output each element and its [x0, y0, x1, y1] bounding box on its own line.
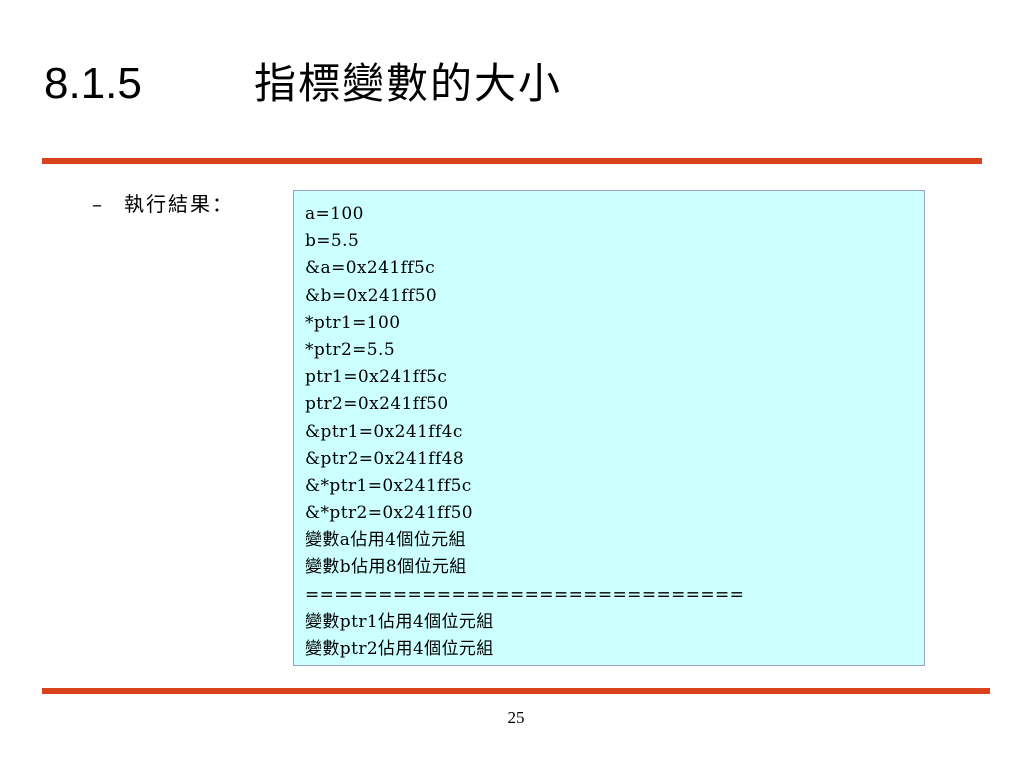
- program-output-box: a=100 b=5.5 &a=0x241ff5c &b=0x241ff50 *p…: [293, 190, 925, 666]
- output-line: &b=0x241ff50: [305, 285, 438, 306]
- output-line: *ptr1=100: [305, 312, 401, 333]
- output-line: &ptr2=0x241ff48: [305, 448, 465, 469]
- output-line: 變數ptr1佔用4個位元組: [305, 611, 494, 632]
- page-number: 25: [507, 708, 525, 727]
- page-title: 指標變數的大小: [254, 59, 563, 108]
- bullet-item: –執行結果：: [92, 190, 234, 218]
- section-number: 8.1.5: [44, 59, 142, 108]
- slide-title: 8.1.5 指標變數的大小: [44, 52, 562, 116]
- top-divider: [42, 158, 982, 164]
- output-line: 變數ptr2佔用4個位元組: [305, 639, 494, 659]
- bullet-label: 執行結果：: [124, 192, 234, 216]
- output-line: ptr2=0x241ff50: [305, 394, 449, 415]
- output-line: &ptr1=0x241ff4c: [305, 421, 463, 442]
- output-line: a=100: [305, 204, 364, 224]
- bullet-marker: –: [92, 192, 102, 216]
- output-separator: ==============================: [305, 584, 745, 605]
- output-line: 變數b佔用8個位元組: [305, 557, 467, 578]
- output-line: ptr1=0x241ff5c: [305, 367, 448, 388]
- output-line: &*ptr1=0x241ff5c: [305, 475, 472, 496]
- bottom-divider: [42, 688, 990, 694]
- output-line: 變數a佔用4個位元組: [305, 530, 466, 551]
- output-line: b=5.5: [305, 231, 360, 252]
- output-line: &*ptr2=0x241ff50: [305, 503, 473, 524]
- output-line: &a=0x241ff5c: [305, 258, 436, 279]
- output-line: *ptr2=5.5: [305, 339, 396, 360]
